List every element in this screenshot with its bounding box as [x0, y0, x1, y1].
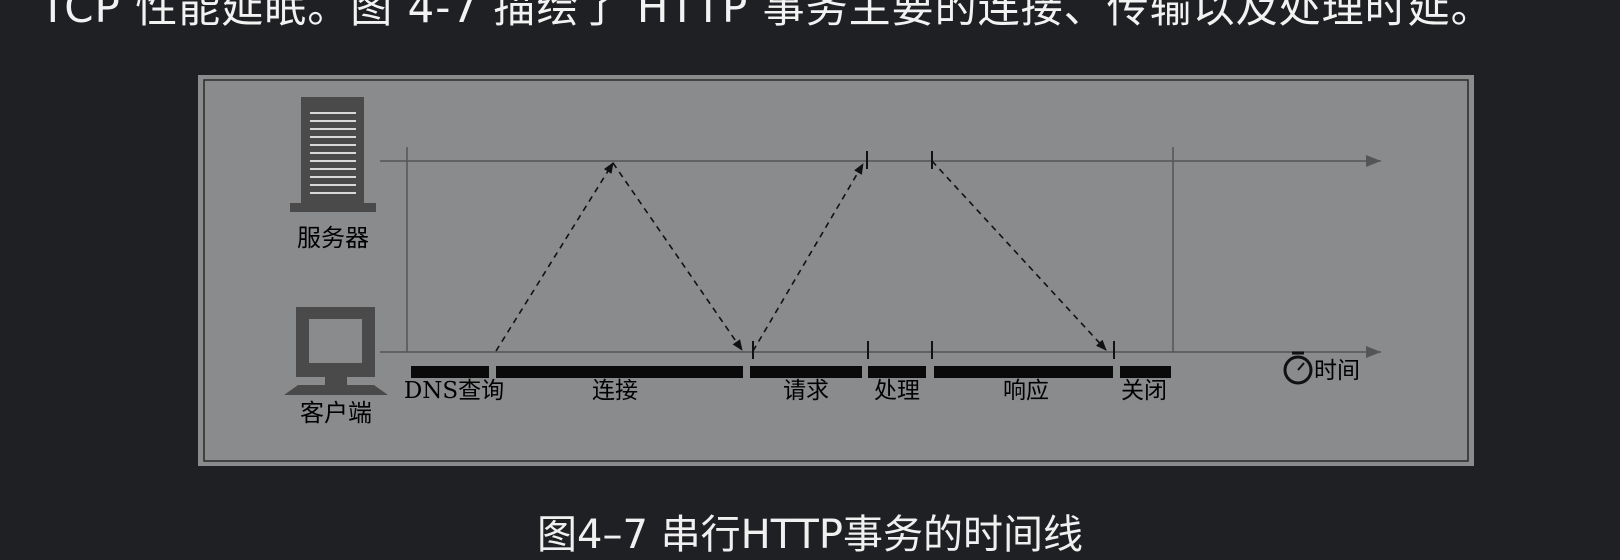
phase-bar-request	[750, 366, 862, 378]
stopwatch-icon	[1283, 351, 1313, 385]
figure-frame	[203, 79, 1469, 462]
phase-label-process: 处理	[874, 378, 920, 404]
phase-bar-dns	[411, 366, 489, 378]
server-label: 服务器	[297, 224, 369, 252]
phase-label-request: 请求	[783, 378, 829, 404]
phase-bar-process	[868, 366, 926, 378]
figure-caption: 图4–7 串行HTTP事务的时间线	[537, 512, 1083, 558]
phase-bar-response	[934, 366, 1113, 378]
phase-bars	[411, 366, 1171, 378]
client-label: 客户端	[300, 399, 372, 427]
phase-bar-close	[1120, 366, 1171, 378]
time-label: 时间	[1314, 358, 1360, 384]
computer-icon	[284, 307, 388, 395]
phase-label-close: 关闭	[1121, 378, 1167, 404]
phase-bar-connect	[496, 366, 743, 378]
phase-label-connect: 连接	[592, 378, 638, 404]
figure-timeline: 服务器 客户端	[198, 75, 1474, 466]
body-text-line: TCP 性能延眠。图 4-7 描绘了 HTTP 事务主要的连接、传输以及处理时延…	[40, 0, 1494, 32]
server-icon	[290, 97, 376, 212]
phase-label-response: 响应	[1003, 378, 1049, 404]
phase-label-dns: DNS查询	[404, 378, 504, 404]
